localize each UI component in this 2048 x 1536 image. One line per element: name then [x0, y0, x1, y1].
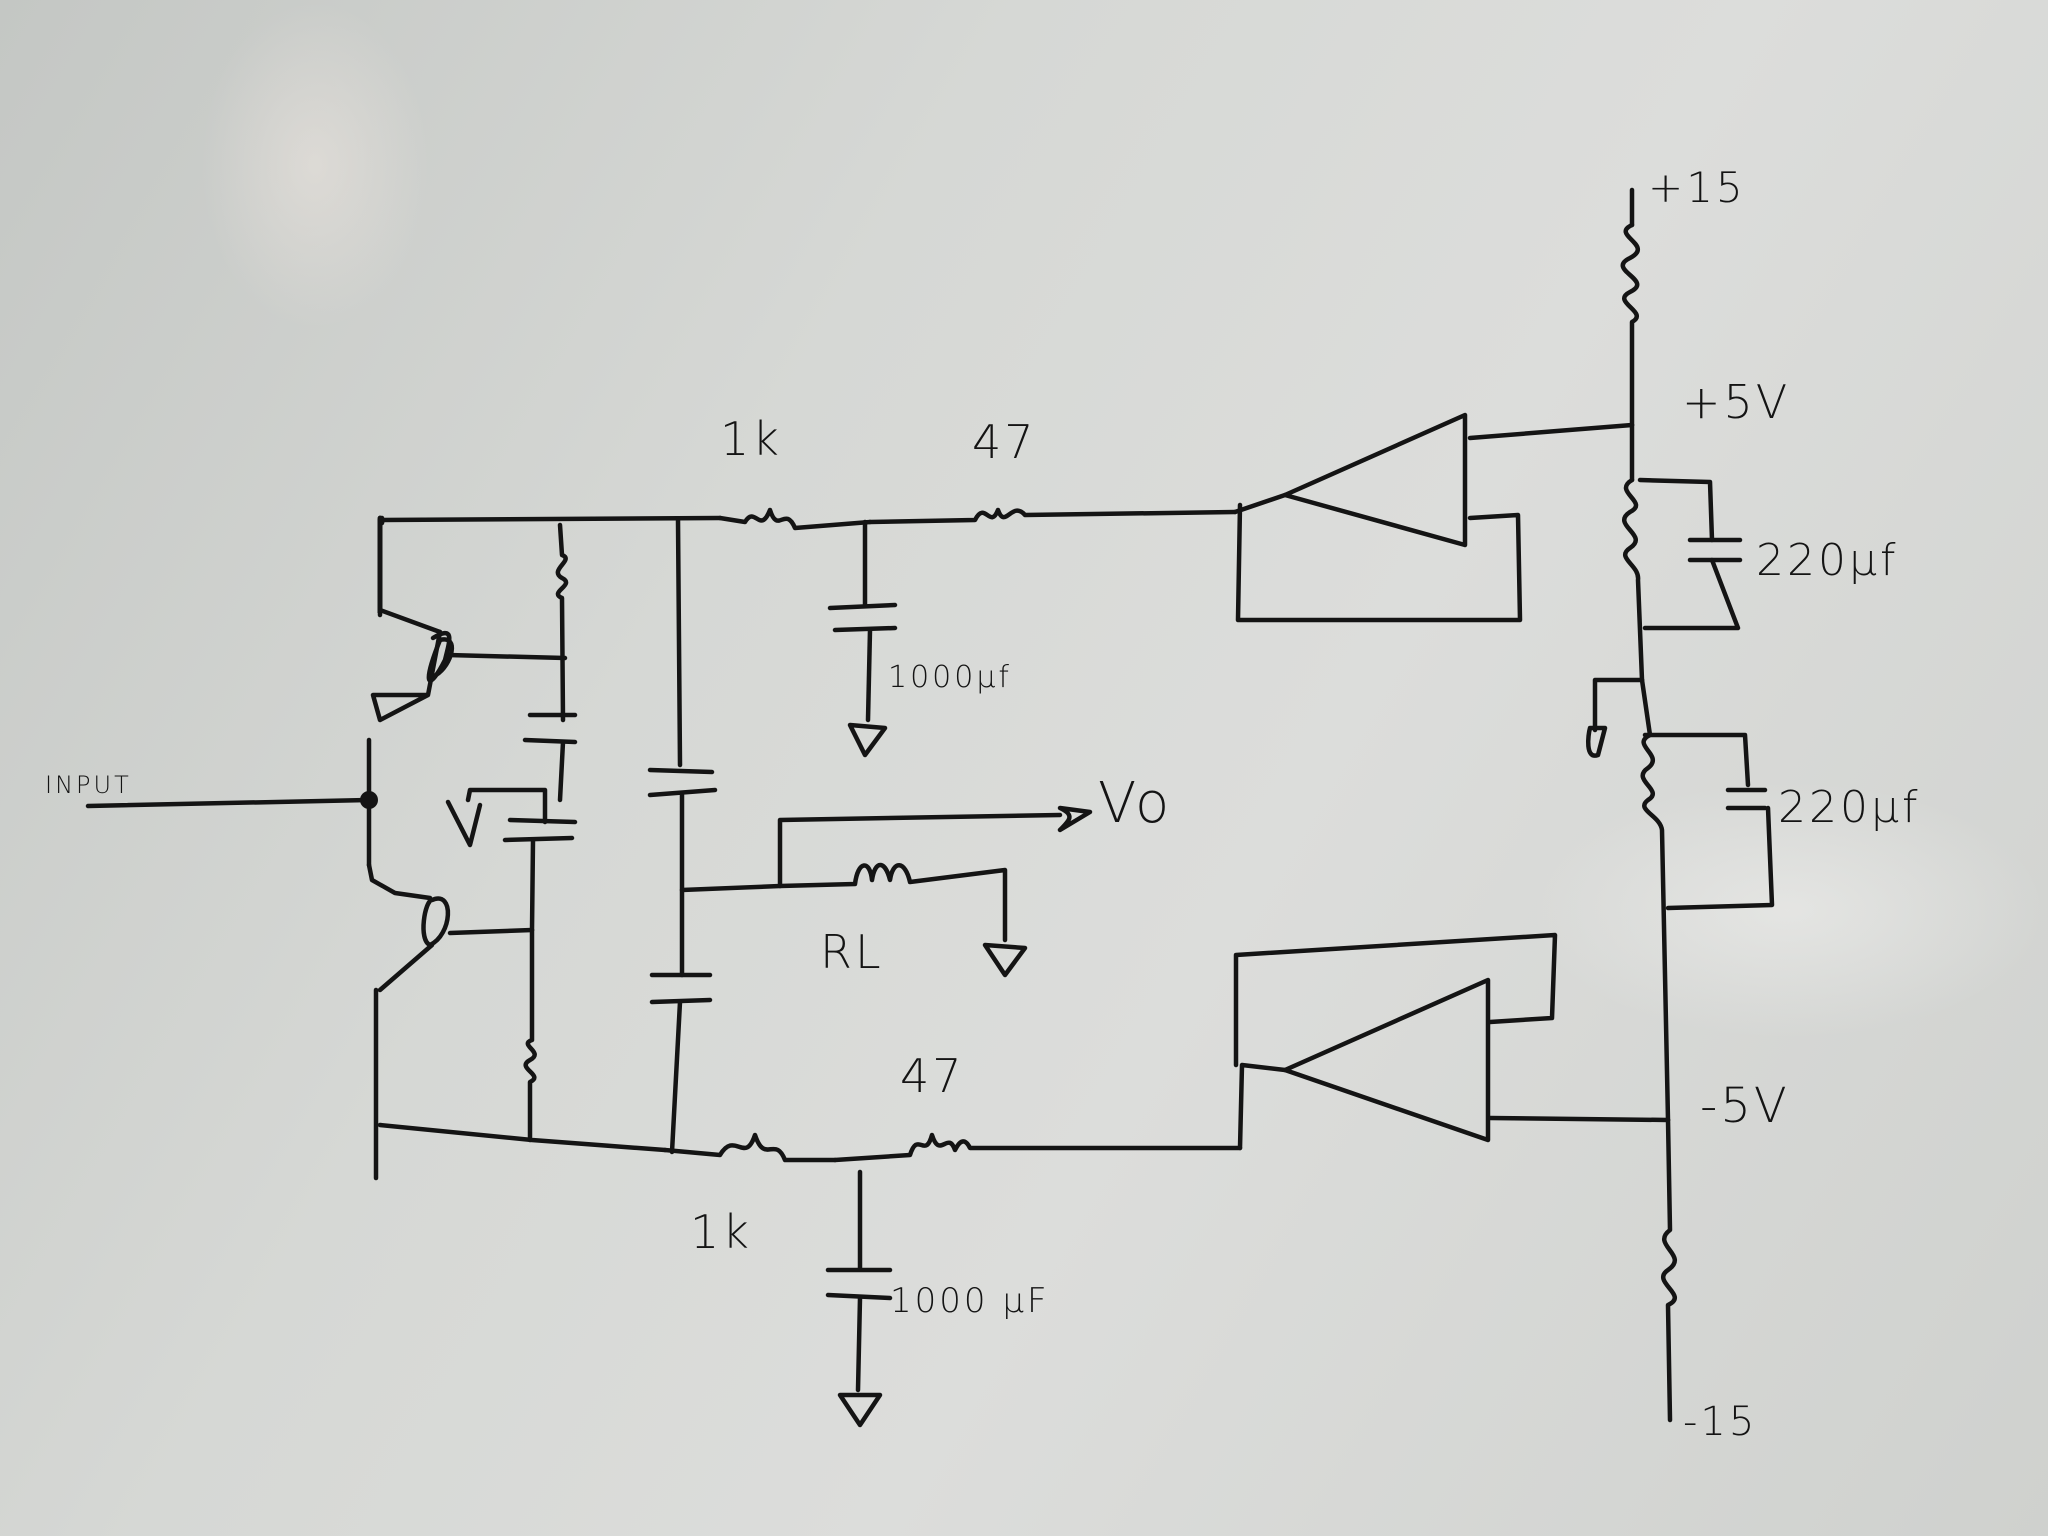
cap-220-upper-label: 220μf [1756, 535, 1898, 586]
bias-capacitor-1 [522, 712, 578, 803]
minus15-label: -15 [1683, 1399, 1757, 1445]
top-1k-label: 1k [720, 412, 782, 466]
input-line [85, 737, 378, 868]
upper-bias-resistor [555, 522, 569, 723]
vo-label: Vo [1098, 771, 1172, 836]
cap-220-lower-label: 220μf [1778, 782, 1920, 833]
output-node [679, 805, 1093, 893]
bottom-1k-label: 1k [690, 1205, 752, 1259]
bottom-resistor-1k [662, 1132, 838, 1163]
lower-op-amp [1233, 932, 1671, 1151]
upper-transistor [370, 515, 568, 723]
light-glare [200, 0, 430, 330]
top-47-label: 47 [972, 415, 1037, 469]
light-glare [1528, 780, 2048, 1040]
lower-transistor [366, 862, 535, 1181]
top-rail [377, 515, 723, 618]
coupling-capacitor-top [647, 517, 718, 978]
lower-bias-resistor [523, 927, 537, 1143]
ground-tap [1585, 677, 1645, 758]
upper-op-amp [1232, 412, 1635, 623]
bias-capacitor-2 [445, 787, 578, 933]
top-capacitor-1000 [827, 519, 898, 758]
plus5v-label: +5V [1682, 375, 1790, 429]
bottom-capacitor-1000 [825, 1169, 893, 1428]
top-resistor-47 [867, 507, 1238, 525]
rl-label: RL [820, 925, 884, 979]
top-resistor-1k [717, 507, 873, 531]
bottom-rail-left [377, 1122, 668, 1153]
bottom-cap-label: 1000 μF [890, 1281, 1050, 1321]
bottom-resistor-47 [832, 1132, 1243, 1163]
plus15-label: +15 [1648, 163, 1746, 212]
supply-rail [1620, 187, 1677, 1423]
minus5v-label: -5V [1700, 1078, 1790, 1134]
coupling-capacitor-bottom [649, 972, 713, 1155]
rail-capacitor-lower [1642, 732, 1775, 911]
input-label: INPUT [45, 771, 132, 799]
load-resistor-rl [777, 862, 1028, 978]
top-cap-label: 1000μf [888, 660, 1012, 695]
bottom-47-label: 47 [900, 1049, 965, 1103]
rail-capacitor-upper [1637, 477, 1743, 631]
